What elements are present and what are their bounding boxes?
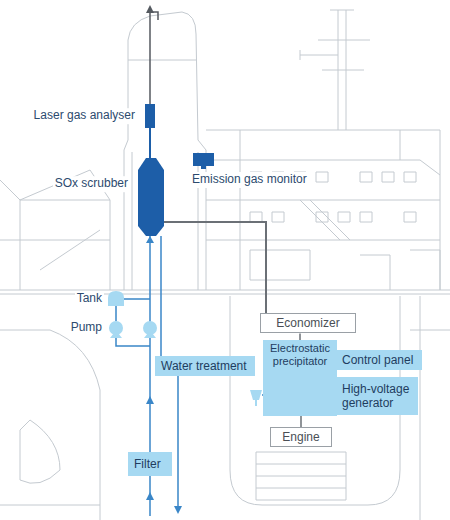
pipe-connector	[300, 416, 302, 427]
stack-exhaust	[146, 5, 154, 13]
flow-arrows	[146, 396, 154, 404]
scrubber-tower: SOx scrubber	[138, 158, 164, 236]
ship-outline	[124, 12, 206, 290]
hopper-icon	[250, 390, 262, 400]
gas-analyser: Laser gas analyser	[145, 104, 155, 128]
ship-outline	[0, 290, 450, 294]
box-label: Engine	[282, 430, 319, 444]
ship-outline	[0, 330, 100, 520]
scrubber-shape	[138, 158, 164, 236]
stack-exhaust	[146, 5, 158, 104]
hopper-icon	[255, 400, 257, 406]
process-box: Control panel	[336, 350, 422, 370]
pipework	[150, 376, 263, 516]
pipe-connector	[149, 128, 151, 158]
arrow-head	[146, 236, 154, 243]
process-box: Filter	[128, 452, 172, 476]
pump-icon	[144, 333, 156, 338]
part-label: Laser gas analyser	[32, 108, 137, 124]
pump-icon	[143, 321, 157, 335]
part-label: Tank	[75, 291, 104, 307]
monitor-icon	[193, 153, 214, 169]
ship-outline	[206, 130, 440, 290]
pump-icon	[110, 333, 122, 338]
pipe-connector	[160, 236, 162, 356]
process-box: Electrostatic precipitator	[263, 340, 337, 416]
ship-outline	[128, 60, 198, 290]
box-label: High-voltage generator	[342, 382, 412, 411]
pipe-connector	[164, 222, 266, 313]
hopper-icon	[250, 390, 262, 406]
tank-icon	[108, 291, 124, 306]
stack-exhaust	[150, 12, 158, 104]
box-label: Electrostatic precipitator	[269, 342, 331, 368]
pipework	[116, 299, 150, 346]
pump-icon	[109, 321, 123, 335]
process-box: Water treatment	[155, 356, 255, 376]
monitor-icon	[193, 153, 214, 166]
pipe-connector	[149, 236, 151, 452]
ship-outline	[250, 200, 440, 290]
scrubber-shape	[138, 158, 164, 236]
part-label: Emission gas monitor	[190, 172, 309, 188]
box-label: Water treatment	[161, 359, 247, 373]
part-label: Pump	[69, 320, 104, 336]
box-label: Control panel	[342, 353, 413, 367]
pump-icon	[109, 321, 157, 338]
monitor-icon	[201, 166, 206, 169]
flow-arrows	[174, 506, 182, 514]
pipework	[116, 299, 263, 516]
part-label: SOx scrubber	[53, 176, 130, 192]
ship-outline	[300, 10, 370, 130]
flow-arrows	[146, 492, 154, 500]
process-box: Economizer	[260, 313, 356, 333]
tank-icon	[108, 291, 124, 306]
ship-outline	[0, 10, 450, 520]
ship-outline	[256, 452, 346, 500]
ship-outline	[250, 212, 416, 222]
box-label: Filter	[134, 457, 161, 471]
process-box: High-voltage generator	[336, 377, 418, 415]
pipe-connector	[299, 333, 301, 340]
box-label: Economizer	[276, 316, 339, 330]
process-box: Engine	[270, 427, 332, 447]
